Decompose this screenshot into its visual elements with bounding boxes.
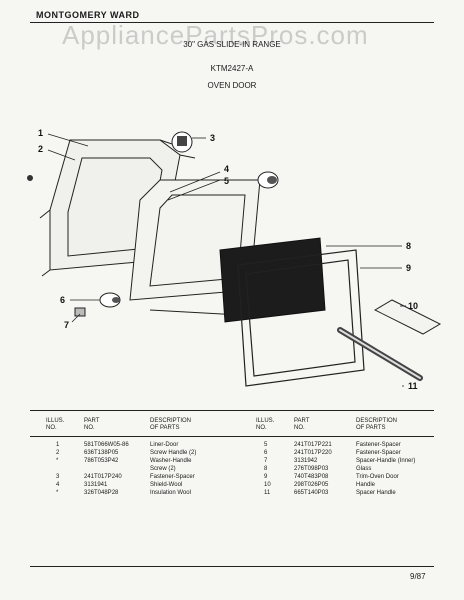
table-cell-desc: Spacer-Handle (Inner)	[356, 458, 416, 464]
handle-drawing	[373, 299, 442, 335]
callout-10: 10	[408, 301, 418, 311]
col-header-part-right: PART NO.	[294, 418, 309, 432]
table-cell-part: 665T140P03	[294, 490, 329, 496]
table-cell-part: 276T098P03	[294, 466, 329, 472]
table-cell-part: 581T066W05-86	[84, 442, 129, 448]
table-cell-part: 241T017P220	[294, 450, 332, 456]
table-cell-desc: Washer-Handle	[150, 458, 192, 464]
illus-header: ILLUS. NO.	[46, 418, 65, 431]
col-header-illus-right: ILLUS. NO.	[256, 418, 274, 432]
table-top-rule	[30, 410, 434, 411]
col-header-illus-left: ILLUS. NO.	[46, 418, 64, 432]
table-cell-part: 740T483P08	[294, 474, 329, 480]
table-cell-illus: 9	[264, 474, 268, 480]
col-header-part-left: PART NO.	[84, 418, 99, 432]
brand-label: MONTGOMERY WARD	[36, 10, 140, 20]
table-cell-part: 241T017P221	[294, 442, 332, 448]
callout-11: 11	[408, 381, 418, 391]
desc-header-right: DESCRIPTION OF PARTS	[356, 418, 398, 431]
part-header-right: PART NO.	[294, 418, 310, 431]
table-cell-part: 326T048P28	[84, 490, 119, 496]
table-cell-desc: Screw (2)	[150, 466, 176, 472]
spacer-rod-drawing	[337, 327, 423, 381]
table-cell-desc: Glass	[356, 466, 372, 472]
table-cell-part: 786T053P42	[84, 458, 119, 464]
callout-1: 1	[38, 128, 43, 138]
table-bottom-rule	[30, 566, 434, 567]
table-cell-desc: Fastener-Spacer	[150, 474, 195, 480]
table-cell-desc: Trim-Oven Door	[356, 474, 399, 480]
header-rule	[30, 436, 434, 437]
callout-8: 8	[406, 241, 411, 251]
screw-drawing	[27, 175, 33, 181]
table-cell-illus: 4	[56, 482, 60, 488]
table-cell-illus: 3	[56, 474, 60, 480]
table-cell-illus: 7	[264, 458, 268, 464]
callout-3: 3	[210, 133, 215, 143]
table-cell-desc: Fastener-Spacer	[356, 450, 401, 456]
table-cell-desc: Handle	[356, 482, 376, 488]
part-header: PART NO.	[84, 418, 100, 431]
table-cell-illus: 2	[56, 450, 60, 456]
top-rule	[30, 22, 434, 23]
callout-4: 4	[224, 164, 229, 174]
callout-5: 5	[224, 176, 229, 186]
col-header-desc-right: DESCRIPTION OF PARTS	[356, 418, 397, 432]
table-cell-illus: 1	[56, 442, 60, 448]
table-cell-desc: Insulation Wool	[150, 490, 191, 496]
exploded-diagram: 1 2 3 4 5 6 7 8 9 10 11	[27, 128, 442, 391]
table-cell-desc: Fastener-Spacer	[356, 442, 401, 448]
table-cell-desc: Screw Handle (2)	[150, 450, 197, 456]
table-cell-illus: 10	[264, 482, 271, 488]
table-cell-illus: *	[56, 458, 59, 464]
section-title: OVEN DOOR	[207, 81, 257, 90]
desc-header: DESCRIPTION OF PARTS	[150, 418, 192, 431]
table-cell-illus: *	[56, 490, 59, 496]
callout-7: 7	[64, 320, 69, 330]
callout-9: 9	[406, 263, 411, 273]
table-cell-illus: 5	[264, 442, 268, 448]
trim-door-drawing	[237, 249, 365, 387]
spacer-handle-drawing	[74, 307, 86, 317]
table-cell-part: 3131941	[84, 482, 108, 488]
table-cell-part: 636T138P05	[84, 450, 119, 456]
model-number: KTM2427-A	[210, 64, 254, 73]
callout-6: 6	[60, 295, 65, 305]
glass-drawing	[219, 237, 326, 323]
table-cell-desc: Liner-Door	[150, 442, 179, 448]
table-cell-desc: Shield-Wool	[150, 482, 183, 488]
fastener-cylinder-drawing	[99, 292, 121, 308]
table-cell-illus: 6	[264, 450, 268, 456]
fastener-spacer-drawing	[171, 131, 193, 153]
table-cell-part: 241T017P240	[84, 474, 122, 480]
leader-lines	[47, 133, 406, 387]
table-cell-part: 3131942	[294, 458, 318, 464]
range-subtitle: 30" GAS SLIDE-IN RANGE	[183, 40, 281, 49]
table-cell-desc: Spacer Handle	[356, 490, 396, 496]
table-cell-illus: 8	[264, 466, 268, 472]
spacer-cylinder-drawing	[257, 171, 279, 189]
illus-header-right: ILLUS. NO.	[256, 418, 275, 431]
watermark: AppliancePartsPros.com	[62, 20, 369, 50]
col-header-desc-left: DESCRIPTION OF PARTS	[150, 418, 191, 432]
table-cell-part: 298T026P05	[294, 482, 329, 488]
callout-2: 2	[38, 144, 43, 154]
table-cell-illus: 11	[264, 490, 271, 496]
revision-date: 9/87	[410, 572, 426, 581]
